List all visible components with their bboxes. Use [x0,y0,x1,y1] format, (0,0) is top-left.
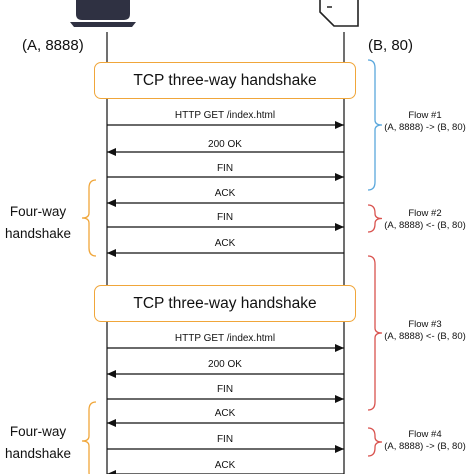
message-label: 200 OK [208,359,242,370]
message-arrows [107,121,344,474]
flow-title: Flow #3 [408,319,442,330]
client-computer-icon [70,0,136,27]
flow-tuple: (A, 8888) <- (B, 80) [384,331,466,342]
server-endpoint-label: (B, 80) [368,37,414,54]
flow-4-brace [367,427,383,457]
tcp-handshake-box: TCP three-way handshake [94,285,356,322]
message-label: ACK [214,238,236,249]
flow-title: Flow #1 [408,110,442,121]
four-way-brace [81,401,97,474]
flow-title: Flow #4 [408,429,442,440]
four-way-line2: handshake [4,446,72,461]
message-label: 200 OK [208,139,242,150]
flow-2-label: Flow #2 (A, 8888) <- (B, 80) [380,208,470,232]
flow-title: Flow #2 [408,208,442,219]
four-way-brace [81,179,97,257]
flow-1-label: Flow #1 (A, 8888) -> (B, 80) [380,110,470,134]
message-label: ACK [214,460,236,471]
tcp-handshake-box: TCP three-way handshake [94,62,356,99]
flow-1-brace [367,59,383,191]
client-endpoint-label: (A, 8888) [22,37,84,54]
message-label: FIN [216,384,234,395]
message-label: ACK [214,188,236,199]
four-way-line1: Four-way [9,204,67,219]
flow-4-label: Flow #4 (A, 8888) -> (B, 80) [380,429,470,453]
four-way-handshake-label: Four-way handshake [0,421,76,465]
flow-3-brace [367,255,383,411]
flow-2-brace [367,204,383,233]
four-way-line1: Four-way [9,424,67,439]
message-label: HTTP GET /index.html [174,110,276,121]
message-label: FIN [216,163,234,174]
server-icon [319,0,359,27]
braces [81,59,383,474]
flow-3-label: Flow #3 (A, 8888) <- (B, 80) [380,319,470,343]
four-way-handshake-label: Four-way handshake [0,201,76,245]
flow-tuple: (A, 8888) -> (B, 80) [384,122,466,133]
flow-tuple: (A, 8888) -> (B, 80) [384,441,466,452]
message-label: FIN [216,212,234,223]
flow-tuple: (A, 8888) <- (B, 80) [384,220,466,231]
four-way-line2: handshake [4,226,72,241]
message-label: FIN [216,434,234,445]
message-label: HTTP GET /index.html [174,333,276,344]
message-label: ACK [214,408,236,419]
